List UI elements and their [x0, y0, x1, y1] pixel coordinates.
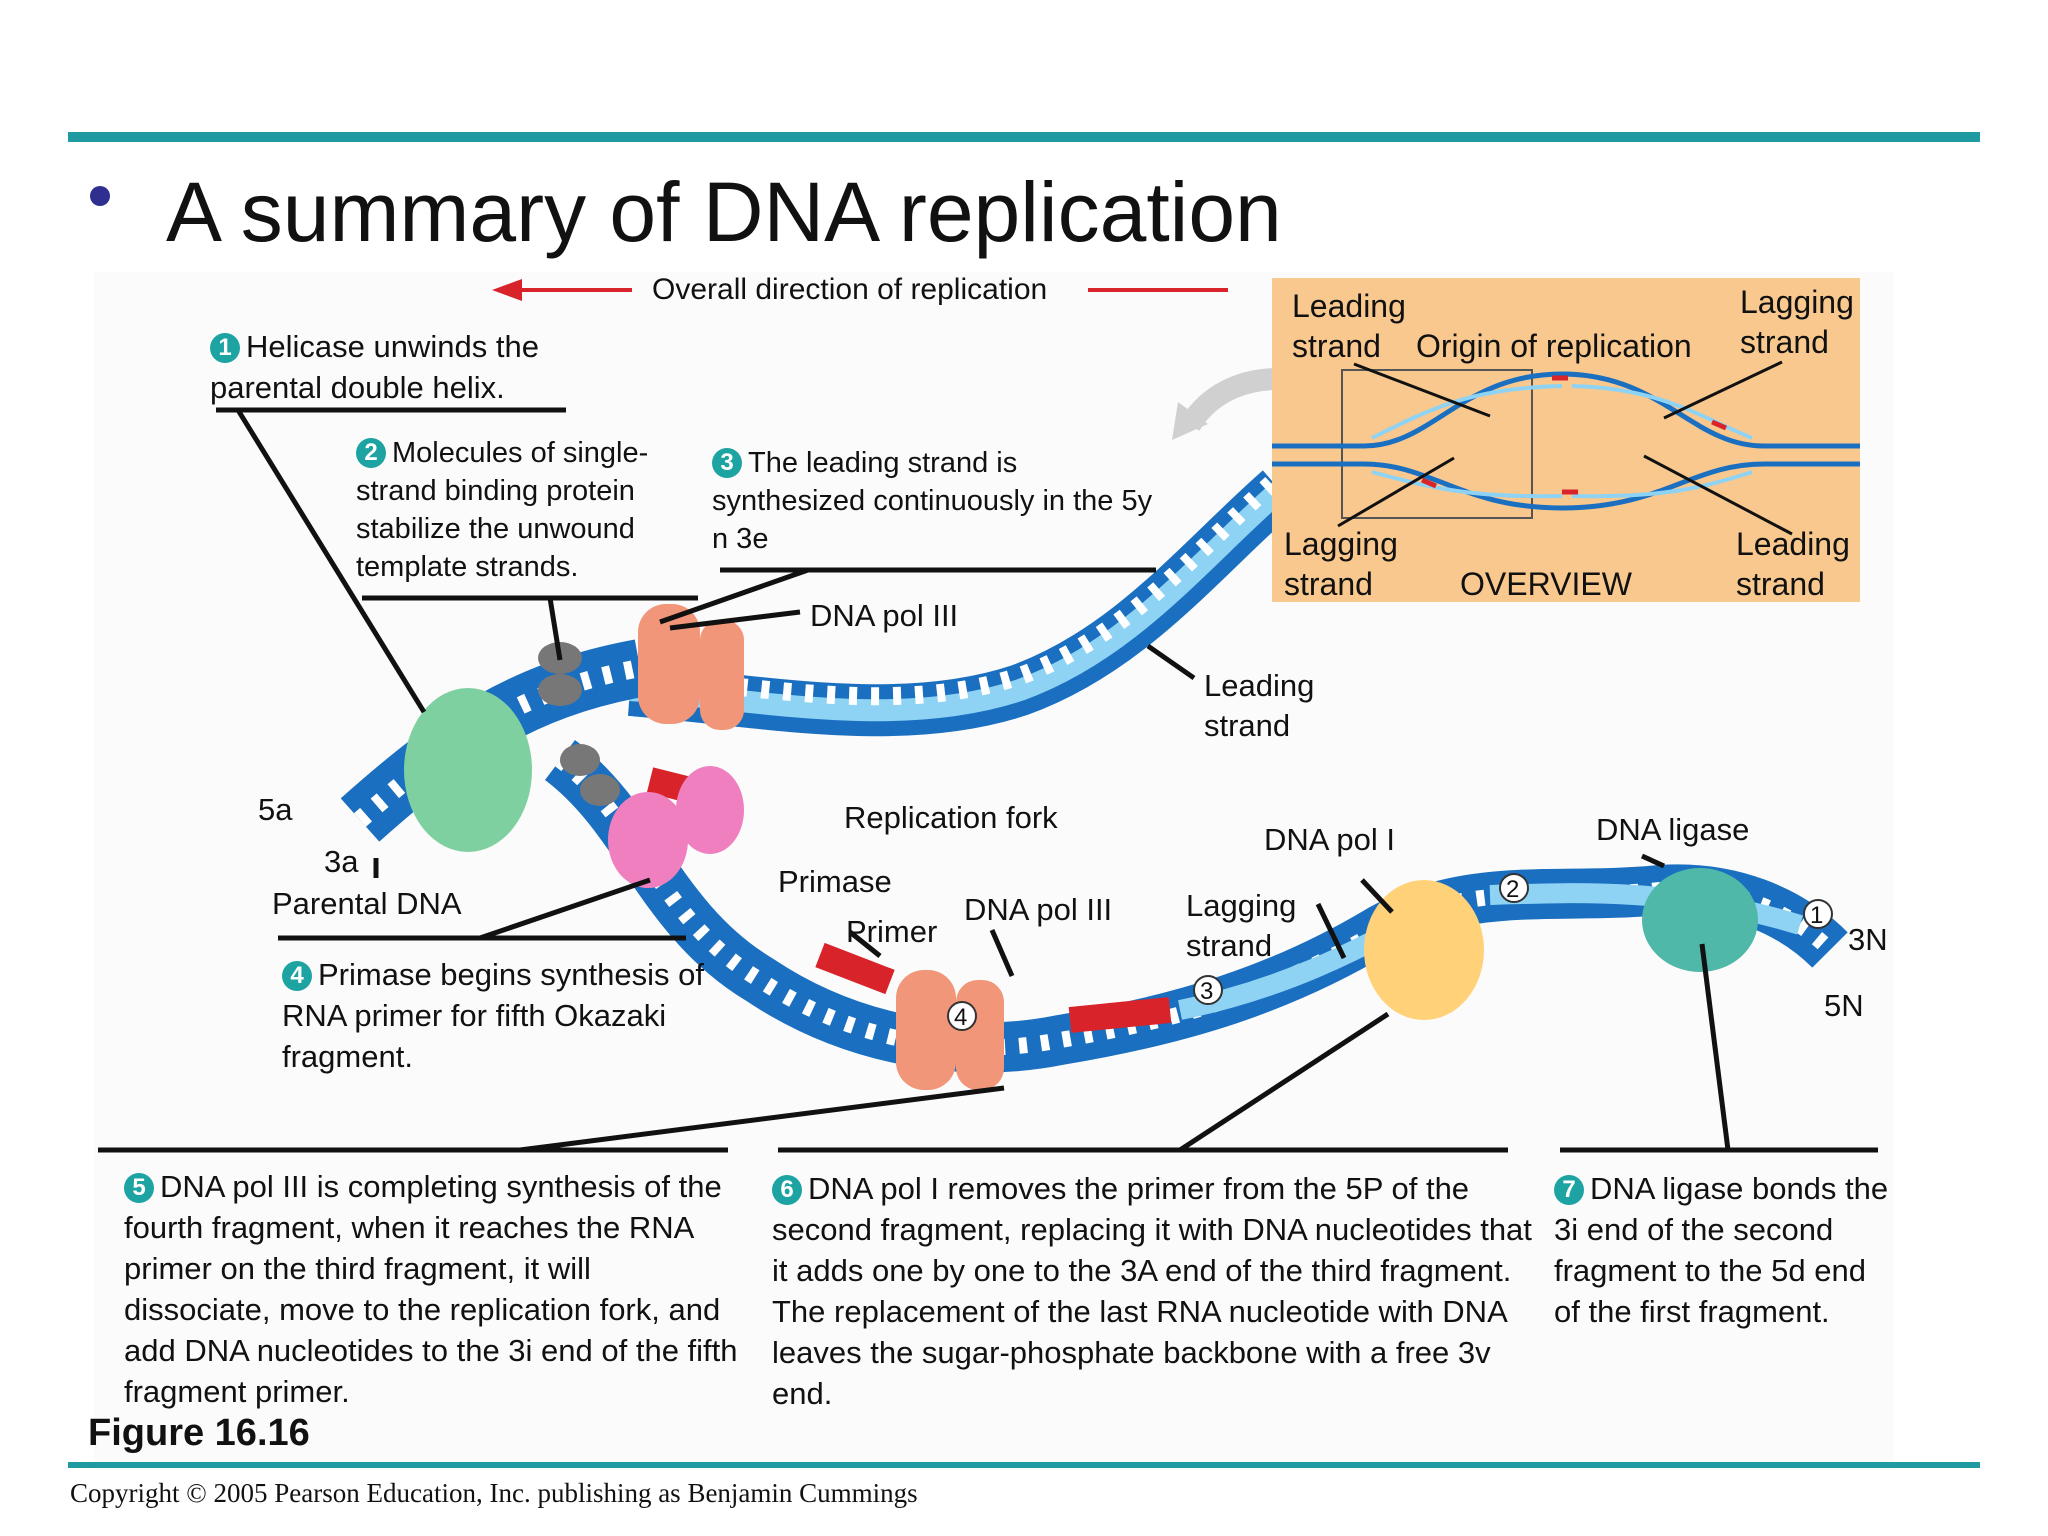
label-parental-dna: Parental DNA	[272, 886, 462, 921]
title-bullet	[90, 186, 110, 206]
fragment-number-badges	[947, 873, 1833, 1031]
overview-diagram	[1272, 360, 1860, 536]
step-6-text: DNA pol I removes the primer from the 5P…	[772, 1171, 1532, 1411]
label-primase: Primase	[778, 864, 892, 899]
step-7-text: DNA ligase bonds the 3i end of the secon…	[1554, 1171, 1889, 1329]
parental-dna	[340, 639, 646, 852]
rna-primer-third	[1068, 997, 1172, 1033]
label-dna-pol-i: DNA pol I	[1264, 822, 1395, 857]
label-replication-fork: Replication fork	[844, 800, 1058, 835]
figure-label: Figure 16.16	[88, 1412, 310, 1454]
direction-label: Overall direction of replication	[652, 273, 1048, 306]
overview-leading-strand-tl: Leading strand	[1292, 288, 1406, 364]
overview-origin-label: Origin of replication	[1416, 328, 1692, 364]
step-5-badge: 5	[124, 1173, 154, 1203]
dna-ligase-protein	[1642, 868, 1758, 972]
slide-title: A summary of DNA replication	[166, 165, 1282, 259]
ssb-proteins	[538, 642, 620, 806]
bottom-rule	[68, 1462, 1980, 1468]
step-2-text: Molecules of single-strand binding prote…	[356, 437, 649, 583]
label-5a: 5a	[258, 792, 293, 827]
label-3a: 3a	[324, 844, 359, 879]
overview-title: OVERVIEW	[1460, 566, 1632, 602]
label-3n: 3N	[1848, 922, 1888, 957]
label-leading-strand: Leading strand	[1204, 668, 1315, 743]
step-4-text: Primase begins synthesis of RNA primer f…	[282, 957, 704, 1074]
fragment-number-1: 1	[1810, 902, 1824, 929]
label-dna-pol-iii-bottom: DNA pol III	[964, 892, 1113, 927]
step-1-text: Helicase unwinds the parental double hel…	[210, 329, 539, 405]
label-primer: Primer	[846, 914, 938, 949]
label-lagging-strand: Lagging strand	[1186, 888, 1297, 963]
label-dna-ligase: DNA ligase	[1596, 812, 1750, 847]
rna-primer-fifth	[815, 942, 895, 995]
top-rule	[68, 132, 1980, 142]
step-6-badge: 6	[772, 1175, 802, 1205]
fragment-number-2: 2	[1506, 876, 1520, 903]
leader-lines	[98, 407, 1878, 1153]
overview-leading-strand-br: Leading strand	[1736, 526, 1850, 602]
fragment-number-4: 4	[954, 1004, 968, 1031]
step-4-badge: 4	[282, 961, 312, 991]
overview-lagging-strand-bl: Lagging strand	[1284, 526, 1398, 602]
overview-panel: Leading strand Origin of replication Lag…	[1272, 278, 1860, 602]
leading-strand-dna	[628, 469, 1298, 737]
direction-arrow	[492, 279, 1228, 301]
dna-pol-i-protein	[1364, 880, 1484, 1020]
step-1-badge: 1	[210, 333, 240, 363]
step-3-text: The leading strand is synthesized contin…	[712, 447, 1153, 555]
step-2-badge: 2	[356, 438, 386, 468]
copyright-text: Copyright © 2005 Pearson Education, Inc.…	[70, 1478, 918, 1508]
step-5-text: DNA pol III is completing synthesis of t…	[124, 1169, 738, 1409]
dna-pol-iii-lagging	[896, 970, 1004, 1090]
label-dna-pol-iii-top: DNA pol III	[810, 598, 959, 633]
step-7-badge: 7	[1554, 1175, 1584, 1205]
helicase	[404, 688, 532, 852]
overview-lagging-strand-tr: Lagging strand	[1740, 284, 1854, 360]
primase-protein	[608, 766, 744, 888]
step-3-badge: 3	[712, 448, 742, 478]
fragment-number-3: 3	[1200, 978, 1214, 1005]
dna-pol-iii-leading	[638, 604, 744, 730]
label-5n: 5N	[1824, 988, 1864, 1023]
